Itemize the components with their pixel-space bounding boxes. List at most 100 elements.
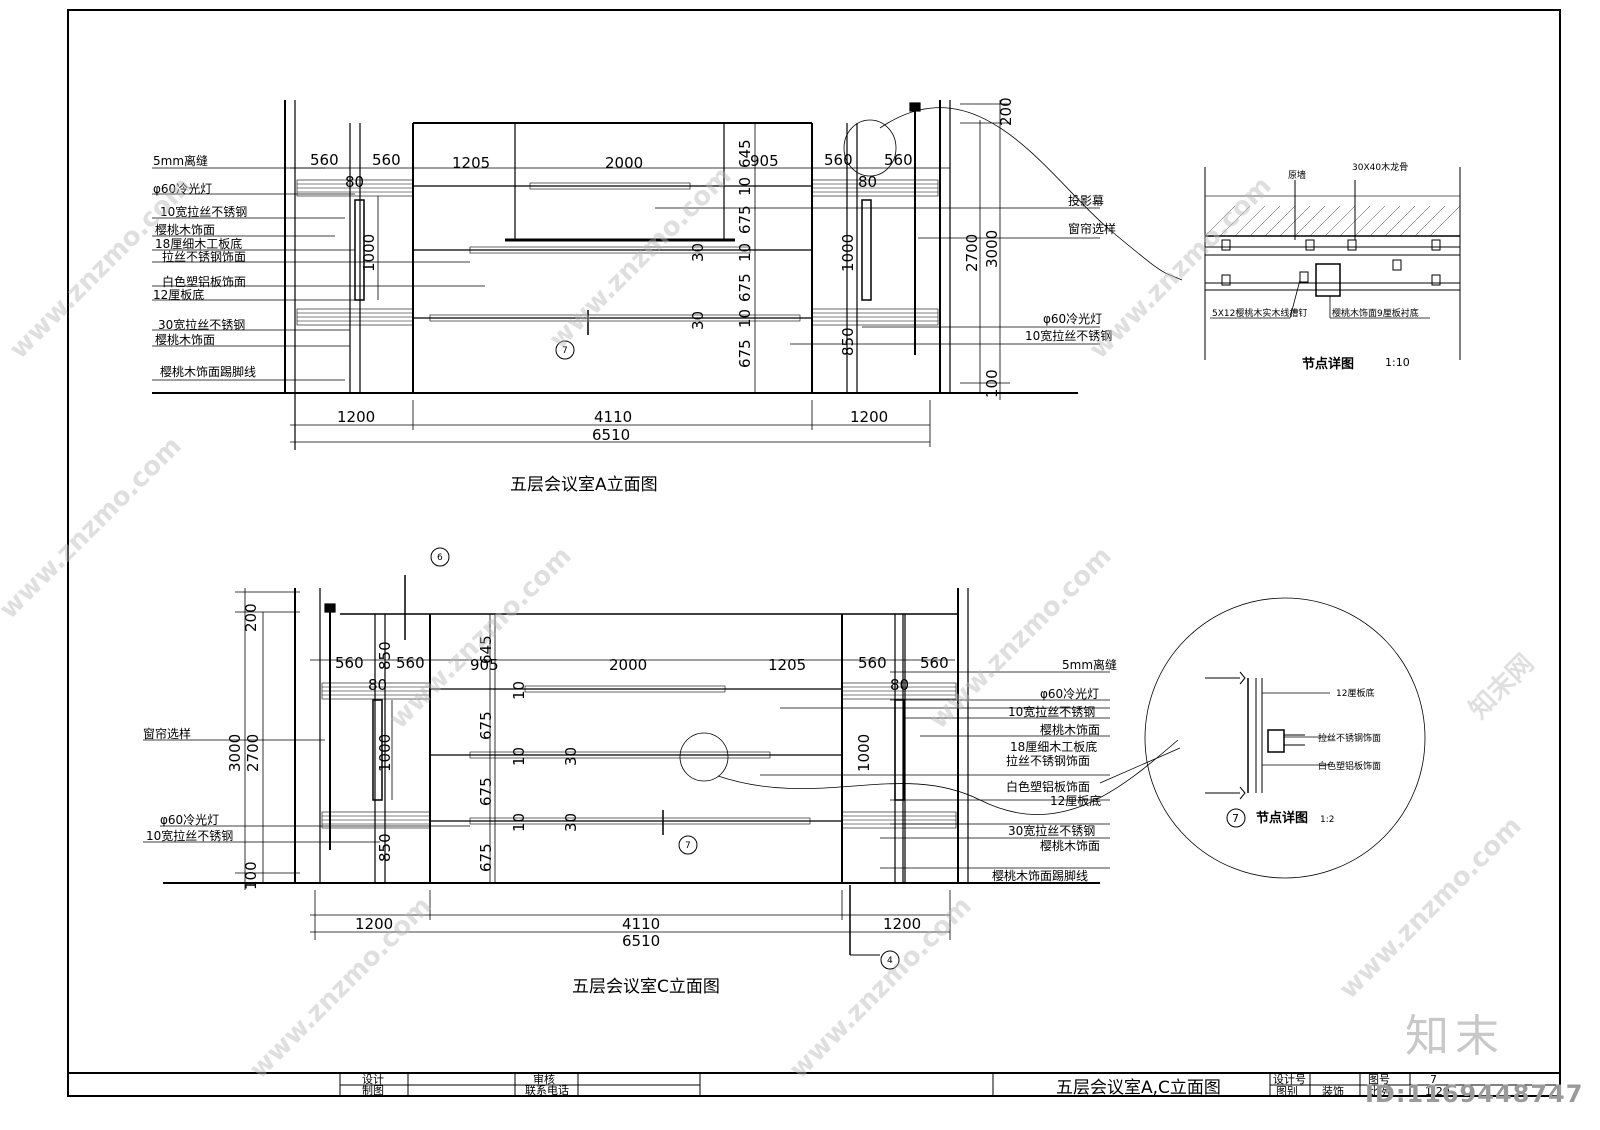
c-label-right-10: 樱桃木饰面踢脚线 <box>992 868 1088 883</box>
tb-scale-label: 比例 <box>1368 1084 1390 1098</box>
a-dim-bottom-1: 4110 <box>594 408 632 426</box>
a-dim-bottom-0: 1200 <box>337 408 375 426</box>
c-dim-top-5: 560 <box>858 654 887 672</box>
a-label-left-8: 30宽拉丝不锈钢 <box>158 317 245 332</box>
c-dim-total: 6510 <box>622 932 660 950</box>
c-dim-local-2: 850 <box>376 641 394 670</box>
a-label-left-4: 18厘细木工板底 <box>155 236 242 251</box>
c-dim-bottom-2: 1200 <box>883 915 921 933</box>
a-dim-local-6: 850 <box>839 327 857 356</box>
a-dim-v-6: 675 <box>736 339 754 368</box>
detail-top-scale: 1:10 <box>1385 356 1410 369</box>
a-label-left-3: 樱桃木饰面 <box>155 222 215 237</box>
tb-drawing-no-label: 图号 <box>1368 1073 1390 1086</box>
detail-top-label-2: 5X12樱桃木实木线槽钉 <box>1212 307 1307 319</box>
c-dim-v-2: 675 <box>477 711 495 740</box>
c-label-right-8: 30宽拉丝不锈钢 <box>1008 823 1095 838</box>
c-label-right-2: 10宽拉丝不锈钢 <box>1008 704 1095 719</box>
watermark-site-1: www.znzmo.com <box>544 161 738 355</box>
detail-circle-label-2: 白色塑铝板饰面 <box>1318 760 1381 772</box>
a-dim-v-5: 10 <box>736 309 754 328</box>
c-dim-v-6: 675 <box>477 843 495 872</box>
a-dim-v-2: 675 <box>736 205 754 234</box>
c-dim-v-4: 675 <box>477 777 495 806</box>
c-title: 五层会议室C立面图 <box>572 977 720 997</box>
c-dim-v-5: 10 <box>510 813 528 832</box>
a-dim-top-2: 1205 <box>452 154 490 172</box>
tb-design-label: 设计 <box>362 1073 384 1086</box>
c-label-right-9: 樱桃木饰面 <box>1040 838 1100 853</box>
tb-category-label: 图别 <box>1276 1085 1298 1098</box>
detail-top-label-1: 30X40木龙骨 <box>1352 161 1408 173</box>
a-dim-top-6: 560 <box>884 151 913 169</box>
a-label-left-9: 樱桃木饰面 <box>155 332 215 347</box>
a-label-right-1: 窗帘选样 <box>1068 221 1116 236</box>
a-label-left-6: 白色塑铝板饰面 <box>162 274 246 289</box>
a-dim-top-4: 905 <box>750 152 779 170</box>
c-label-left-1: φ60冷光灯 <box>160 813 219 827</box>
c-label-left-0: 窗帘选样 <box>143 726 191 741</box>
c-label-left-2: 10宽拉丝不锈钢 <box>146 828 233 843</box>
c-dim-local-4: 1000 <box>855 734 873 772</box>
c-label-right-7: 12厘板底 <box>1050 793 1101 808</box>
tb-drawing-no-value: 7 <box>1430 1073 1437 1086</box>
watermark-brand: 知末 <box>1405 1011 1505 1062</box>
detail-circle-title: 节点详图 <box>1256 810 1308 826</box>
watermark-id: ID:1169448747 <box>1365 1080 1584 1108</box>
a-label-right-2: φ60冷光灯 <box>1043 312 1102 326</box>
a-dim-top-0: 560 <box>310 151 339 169</box>
detail-circle-label-0: 12厘板底 <box>1336 687 1374 699</box>
a-dim-bottom-2: 1200 <box>850 408 888 426</box>
a-label-right-0: 投影幕 <box>1068 193 1104 208</box>
c-section-mark-0: 6 <box>437 553 443 563</box>
a-dim-local-2: 1000 <box>360 234 378 272</box>
c-section-mark-1: 7 <box>685 841 691 851</box>
detail-top-title: 节点详图 <box>1302 356 1354 372</box>
c-dim-local-0: 80 <box>368 676 387 694</box>
a-title: 五层会议室A立面图 <box>510 475 658 495</box>
c-dim-l-2: 2700 <box>244 734 262 772</box>
a-dim-local-5: 30 <box>689 311 707 330</box>
detail-circle <box>1144 597 1426 879</box>
c-label-right-1: φ60冷光灯 <box>1040 687 1099 701</box>
c-dim-l-3: 100 <box>242 861 260 890</box>
watermark-site-7: www.znzmo.com <box>784 891 978 1085</box>
title-block-text: 设计 制图 审核 联系电话 五层会议室A,C立面图 设计号 图别 装饰 图号 7… <box>362 1072 1450 1098</box>
c-dim-top-3: 2000 <box>609 656 647 674</box>
detail-circle-number: 7 <box>1232 812 1239 825</box>
a-dim-top-3: 2000 <box>605 154 643 172</box>
tb-drafting-label: 制图 <box>362 1084 384 1097</box>
a-dim-r-1: 2700 <box>963 234 981 272</box>
c-dim-v-1: 10 <box>510 681 528 700</box>
a-section-mark: 7 <box>562 346 568 356</box>
watermark-site-8: www.znzmo.com <box>1334 811 1528 1005</box>
c-dim-l-0: 200 <box>242 603 260 632</box>
detail-top-label-3: 樱桃木饰面9厘板衬底 <box>1332 307 1419 319</box>
a-label-left-10: 樱桃木饰面踢脚线 <box>160 364 256 379</box>
a-dim-local-1: 80 <box>858 173 877 191</box>
c-dim-local-7: 30 <box>562 813 580 832</box>
a-dim-total: 6510 <box>592 426 630 444</box>
c-dim-local-3: 1000 <box>376 734 394 772</box>
a-dim-v-3: 10 <box>736 243 754 262</box>
c-dim-top-0: 560 <box>335 654 364 672</box>
a-dim-v-0: 645 <box>736 139 754 168</box>
a-dim-top-5: 560 <box>824 151 853 169</box>
detail-top-label-0: 原墙 <box>1288 169 1306 181</box>
a-dim-v-4: 675 <box>736 273 754 302</box>
a-label-left-5: 拉丝不锈钢饰面 <box>162 249 246 264</box>
c-dim-top-2: 905 <box>470 656 499 674</box>
tb-design-no-label: 设计号 <box>1273 1073 1306 1086</box>
detail-circle-text: 12厘板底 拉丝不锈钢饰面 白色塑铝板饰面 7 节点详图 1:2 <box>1232 687 1381 826</box>
a-label-left-0: 5mm离缝 <box>153 153 208 168</box>
c-label-right-0: 5mm离缝 <box>1062 657 1117 672</box>
watermark-site-3: www.znzmo.com <box>0 431 188 625</box>
tb-phone-label: 联系电话 <box>525 1084 569 1097</box>
a-dim-local-4: 30 <box>689 243 707 262</box>
c-dim-l-1: 3000 <box>226 734 244 772</box>
a-dim-local-0: 80 <box>345 173 364 191</box>
c-label-right-5: 拉丝不锈钢饰面 <box>1006 753 1090 768</box>
c-label-right-4: 18厘细木工板底 <box>1010 739 1097 754</box>
tb-category-value: 装饰 <box>1322 1084 1344 1098</box>
c-dim-top-1: 560 <box>396 654 425 672</box>
